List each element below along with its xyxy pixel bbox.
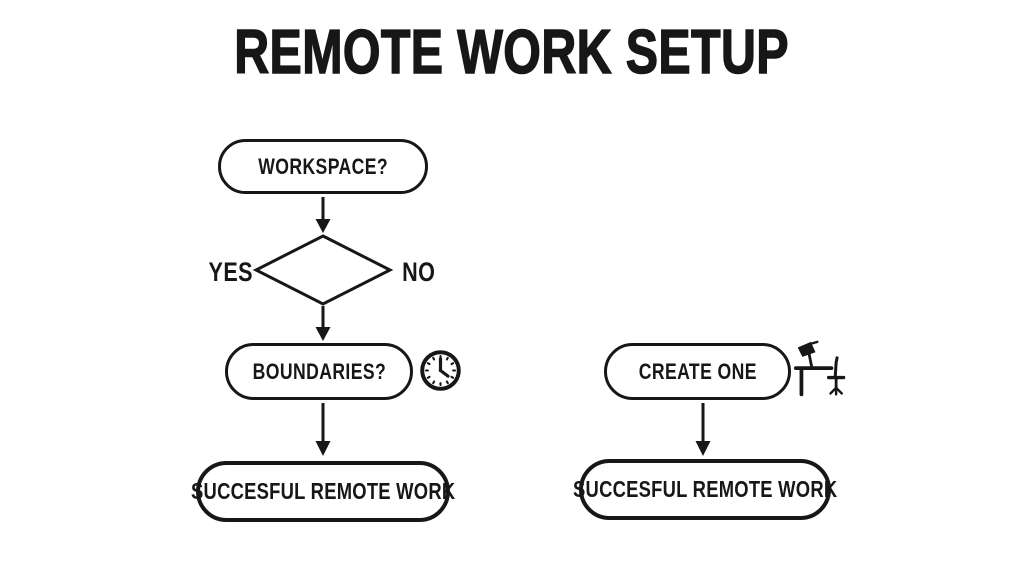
branch-label-no: NO <box>402 257 436 287</box>
node-success-left-label: SUCCESFUL REMOTE WORK <box>190 478 456 504</box>
arrow-workspace-to-decision <box>315 197 331 233</box>
clock-icon <box>420 350 461 391</box>
node-success-right: SUCCESFUL REMOTE WORK <box>573 459 837 520</box>
lamp-head-shape <box>797 341 816 357</box>
node-create-one-label: CREATE ONE <box>638 358 757 384</box>
page-title: REMOTE WORK SETUP <box>0 18 1024 87</box>
branch-label-yes: YES <box>208 257 253 287</box>
node-workspace: WORKSPACE? <box>218 139 428 194</box>
desk-lamp-chair-icon <box>793 340 846 397</box>
node-success-right-label: SUCCESFUL REMOTE WORK <box>572 476 838 502</box>
node-boundaries-label: BOUNDARIES? <box>252 358 386 384</box>
decision-diamond <box>252 234 394 306</box>
node-create-one: CREATE ONE <box>604 343 791 400</box>
arrow-decision-to-boundaries <box>315 306 331 341</box>
arrow-boundaries-to-success <box>315 403 331 456</box>
arrow-createone-to-success <box>695 403 711 456</box>
node-workspace-label: WORKSPACE? <box>258 153 388 179</box>
node-success-left: SUCCESFUL REMOTE WORK <box>191 461 455 522</box>
node-boundaries: BOUNDARIES? <box>225 343 413 400</box>
page-title-text: REMOTE WORK SETUP <box>234 18 790 87</box>
